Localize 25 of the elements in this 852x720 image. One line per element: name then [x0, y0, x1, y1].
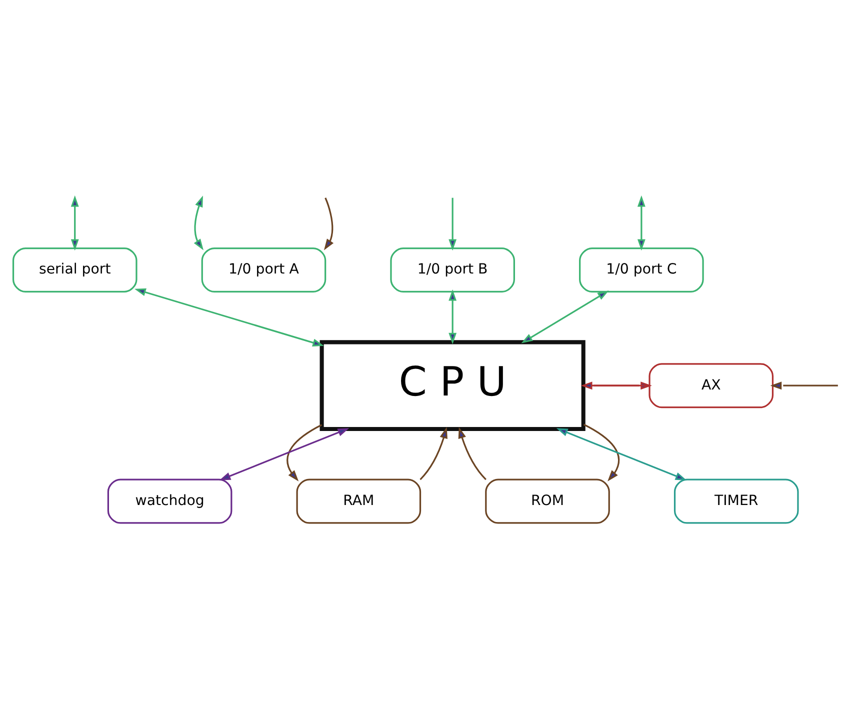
arrow	[219, 428, 350, 480]
node-box: 1/0 port B	[390, 247, 515, 292]
arrow	[286, 424, 322, 482]
arrow	[70, 195, 79, 251]
node-box: 1/0 port A	[201, 247, 326, 292]
arrow	[637, 195, 646, 251]
node-box: 1/0 port C	[579, 247, 704, 292]
arrow	[194, 196, 204, 250]
node-box: TIMER	[674, 478, 799, 524]
node-box: AX	[648, 363, 774, 408]
arrow	[420, 427, 448, 480]
arrow	[134, 288, 324, 346]
arrow	[448, 289, 457, 344]
arrow	[521, 290, 609, 344]
arrow	[770, 382, 838, 390]
node-box: C P U	[320, 340, 586, 432]
arrow	[583, 424, 620, 482]
node-box: watchdog	[107, 478, 232, 524]
node-box: serial port	[12, 247, 138, 292]
arrow	[448, 198, 457, 251]
node-box: RAM	[296, 478, 422, 524]
arrow	[458, 427, 486, 480]
node-box: ROM	[485, 478, 610, 524]
arrow	[556, 428, 687, 480]
arrow	[324, 198, 334, 250]
